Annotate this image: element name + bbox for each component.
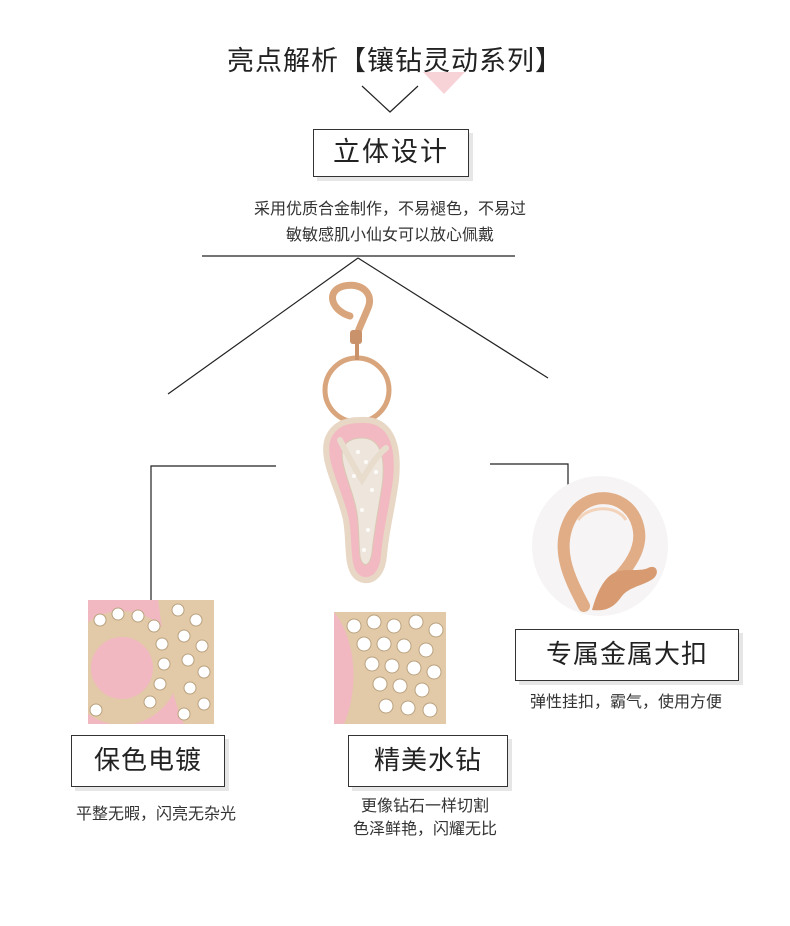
design-desc-line-1: 采用优质合金制作，不易褪色，不易过 xyxy=(253,199,526,218)
page-title: 亮点解析【镶钻灵动系列】 xyxy=(227,46,563,77)
left-connector xyxy=(150,465,276,600)
design-label-box: 立体设计 xyxy=(313,129,469,177)
crystal-description: 更像钻石一样切割 色泽鲜艳，闪耀无比 xyxy=(320,794,530,840)
plating-description: 平整无暇，闪亮无杂光 xyxy=(75,804,236,823)
crystal-desc-line-1: 更像钻石一样切割 xyxy=(360,796,489,815)
crystal-closeup-image xyxy=(334,612,446,724)
accent-triangle xyxy=(423,72,465,94)
design-desc-line-2: 敏敏感肌小仙女可以放心佩戴 xyxy=(285,225,494,244)
crystal-label: 精美水钻 xyxy=(373,746,482,776)
flip-flop-keychain-image xyxy=(300,280,420,600)
title-chevron xyxy=(361,85,419,113)
clasp-label: 专属金属大扣 xyxy=(545,640,708,670)
design-description: 采用优质合金制作，不易褪色，不易过 敏敏感肌小仙女可以放心佩戴 xyxy=(190,196,590,248)
clasp-description: 弹性挂扣，霸气，使用方便 xyxy=(529,692,722,711)
rhinestone-closeup-image xyxy=(88,600,214,724)
crystal-desc-line-2: 色泽鲜艳，闪耀无比 xyxy=(352,819,497,838)
plating-label: 保色电镀 xyxy=(93,746,202,776)
right-connector xyxy=(490,463,569,490)
clasp-label-box: 专属金属大扣 xyxy=(515,629,739,681)
design-label: 立体设计 xyxy=(333,137,449,168)
plating-label-box: 保色电镀 xyxy=(71,735,225,787)
crystal-label-box: 精美水钻 xyxy=(348,735,508,787)
lobster-clasp-image xyxy=(532,476,668,616)
